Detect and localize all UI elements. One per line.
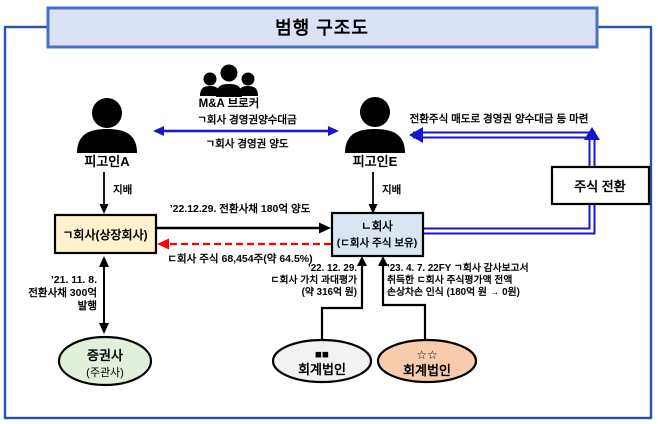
accounting1-connector-arrow [320, 256, 367, 341]
impairment-note-line2: 취득한 ㄷ회사 주식평가액 전액 [387, 273, 512, 286]
cb-issue-note-line1: ’21. 11. 8. [51, 274, 97, 286]
control-arrow-a [99, 172, 109, 214]
cb-issue-note-line3: 발행 [78, 299, 97, 312]
accounting2-connector-arrow [378, 256, 427, 341]
control-e-label: 지배 [382, 183, 401, 196]
loop-up-arrowhead-icon [584, 127, 600, 140]
impairment-note-line1: ’23. 4. 7. 22FY ㄱ회사 감사보고서 [387, 261, 529, 274]
conversion-note-label: 전환주식 매도로 경영권 양수대금 등 마련 [410, 112, 589, 125]
defendant-e-icon [345, 97, 405, 153]
stock-conversion-label: 주식 전환 [574, 179, 625, 194]
control-arrow-e [368, 172, 378, 214]
stock-payment-arrow [157, 238, 331, 250]
securities-label-line1: 증권사 [87, 348, 123, 363]
securities-ellipse [57, 335, 153, 387]
accounting2-label-line1: ☆☆ [416, 348, 438, 362]
defendant-e-label: 피고인E [353, 154, 398, 169]
company-n-label-line2: (ㄷ회사 주식 보유) [337, 236, 417, 249]
overvaluation-note-line2: ㄷ회사 가치 과대평가 [270, 273, 357, 286]
cb-transfer-arrow [157, 222, 331, 234]
broker-group-icon [200, 64, 258, 97]
accounting2-ellipse [376, 338, 478, 384]
takeover-payment-label: ㄱ회사 경영권양수대금 [197, 113, 297, 126]
title-box [46, 6, 599, 49]
broker-label: M&A 브로커 [199, 96, 260, 110]
management-transfer-label: ㄱ회사 경영권 양도 [205, 137, 288, 150]
loop-left-arrowhead-icon [409, 127, 423, 143]
accounting1-label-line1: ■■ [315, 349, 329, 361]
cb-issue-arrow [99, 256, 109, 334]
overvaluation-note-line3: (약 316억 원) [302, 285, 357, 298]
accounting1-label-line2: 회계법인 [298, 362, 346, 377]
company-g-box [53, 213, 158, 255]
accounting2-label-line2: 회계법인 [403, 363, 451, 378]
impairment-note-line3: 손상차손 인식 (180억 원 → 0원) [387, 285, 520, 298]
page-title: 범행 구조도 [275, 18, 369, 38]
cb-transfer-label: ’22.12.29. 전환사채 180억 양도 [170, 202, 311, 215]
control-a-label: 지배 [113, 183, 132, 196]
management-transfer-arrow [153, 126, 339, 136]
stock-conversion-box [550, 165, 651, 206]
overvaluation-note-line1: ’22. 12. 29. [308, 263, 357, 274]
stock-payment-label: ㄷ회사 주식 68,454주(약 64.5%) [167, 252, 312, 265]
securities-label-line2: (주관사) [86, 366, 124, 379]
defendant-a-label: 피고인A [84, 154, 130, 169]
accounting1-ellipse [271, 338, 373, 384]
company-g-label: ㄱ회사(상장회사) [62, 227, 147, 242]
cb-issue-note-line2: 전환사채 300억 [28, 286, 97, 299]
company-n-box [330, 211, 425, 258]
company-n-label-line1: ㄴ회사 [361, 219, 393, 233]
defendant-a-icon [77, 98, 137, 153]
